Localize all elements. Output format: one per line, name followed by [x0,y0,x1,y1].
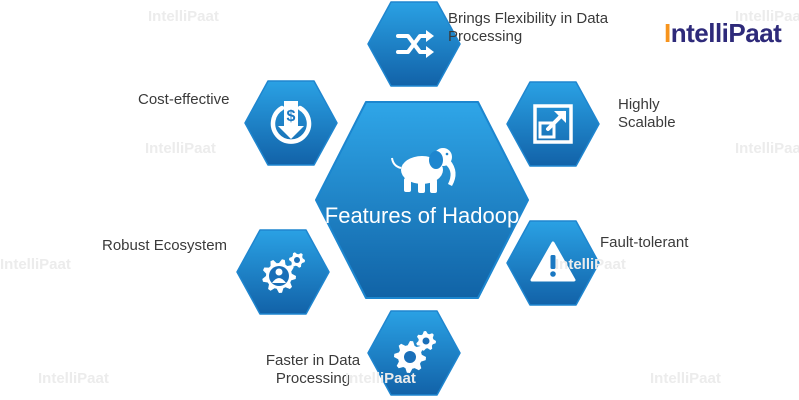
watermark: IntelliPaat [38,370,109,387]
watermark: IntelliPaat [735,8,799,25]
watermark: IntelliPaat [0,256,71,273]
center-title: Features of Hadoop [324,203,520,228]
label-ecosystem: Robust Ecosystem [102,237,228,254]
watermark: IntelliPaat [148,8,219,25]
gears-icon [394,331,436,373]
intellipaat-logo: IntelliPaat [664,18,782,48]
watermark: IntelliPaat [735,140,799,157]
label-faster: Faster in Data Processing [265,352,361,387]
watermark: IntelliPaat [145,140,216,157]
label-cost: Cost-effective [138,91,230,108]
watermark: IntelliPaat [345,370,416,387]
warning-icon [530,241,576,282]
user-gear-icon [262,252,305,293]
center-hexagon [315,101,529,299]
svg-text:$: $ [287,108,296,125]
elephant-icon [391,148,456,193]
watermark: IntelliPaat [555,256,626,273]
label-flexibility: Brings Flexibility in Data Processing [448,10,609,45]
expand-arrow-icon [533,104,573,144]
label-scalable: Highly Scalable [618,96,676,131]
label-fault-tolerant: Fault-tolerant [600,234,689,251]
watermark: IntelliPaat [650,370,721,387]
shuffle-icon [396,30,434,58]
dollar-down-icon: $ [270,101,312,144]
